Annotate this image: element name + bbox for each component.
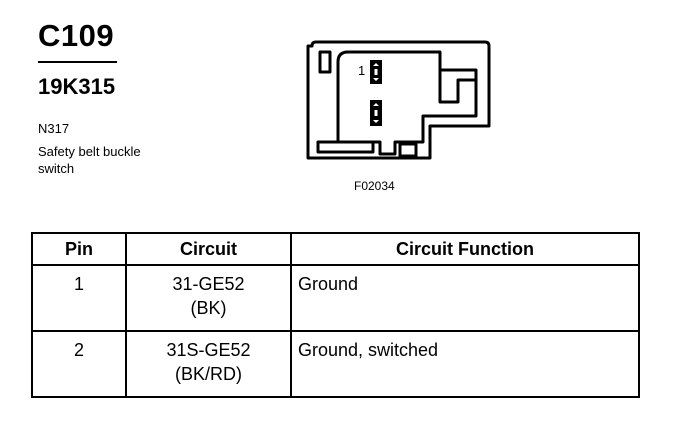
function-cell: Ground (290, 264, 640, 332)
circuit-code: 31S-GE52 (166, 340, 251, 360)
figure-code: F02034 (354, 179, 395, 193)
connector-bottom-post (398, 142, 418, 158)
component-ref: N317 (38, 121, 70, 136)
connector-face-diagram: 1 (306, 40, 491, 160)
component-description: Safety belt buckle switch (38, 143, 198, 177)
component-description-line: switch (38, 161, 75, 176)
wire-color: (BK) (190, 298, 227, 318)
connector-latch (438, 70, 476, 104)
connector-id: C109 (38, 18, 115, 53)
connector-housing-outline (306, 40, 491, 160)
title-underline (38, 61, 117, 63)
header-circuit: Circuit (125, 232, 292, 266)
component-description-line: Safety belt buckle (38, 144, 141, 159)
wire-color: (BK/RD) (175, 364, 242, 384)
pin-table: Pin Circuit Circuit Function 1 31-GE52 (… (31, 232, 640, 398)
table-header-row: Pin Circuit Circuit Function (31, 232, 640, 266)
header-pin: Pin (31, 232, 127, 266)
terminal-pin-1 (370, 60, 382, 84)
circuit-cell: 31S-GE52 (BK/RD) (125, 330, 292, 398)
pin-cell: 1 (31, 264, 127, 332)
part-number: 19K315 (38, 74, 116, 99)
table-row: 2 31S-GE52 (BK/RD) Ground, switched (31, 330, 640, 398)
terminal-pin-2 (370, 100, 382, 126)
pin-1-label: 1 (358, 63, 365, 78)
connector-bottom-slot (316, 140, 375, 154)
function-cell: Ground, switched (290, 330, 640, 398)
pin-cell: 2 (31, 330, 127, 398)
table-row: 1 31-GE52 (BK) Ground (31, 264, 640, 332)
circuit-code: 31-GE52 (172, 274, 245, 294)
header-circuit-function: Circuit Function (290, 232, 640, 266)
connector-side-key (318, 50, 332, 74)
circuit-cell: 31-GE52 (BK) (125, 264, 292, 332)
